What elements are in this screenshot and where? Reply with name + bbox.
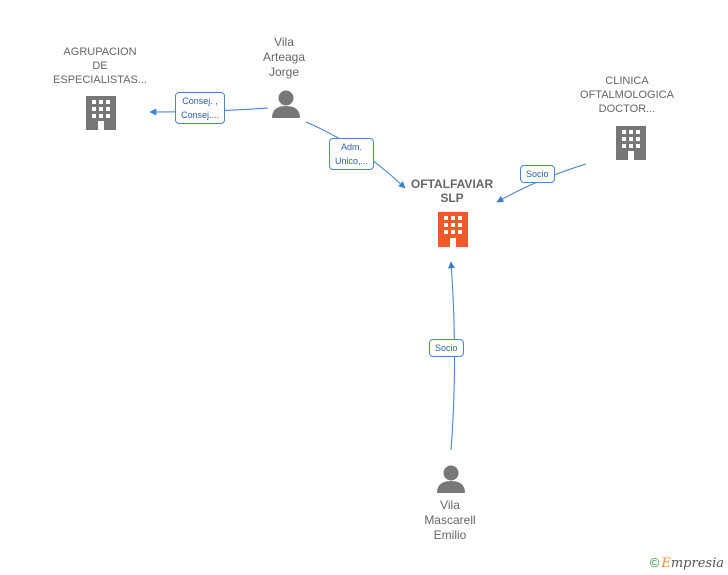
node-label-line: Vila [274, 35, 294, 49]
edge-label-line: Unico,... [335, 156, 369, 166]
node-label-line: Arteaga [262, 50, 306, 64]
building-icon[interactable] [616, 126, 646, 160]
node-label-line: SLP [440, 191, 464, 205]
person-icon[interactable] [272, 90, 300, 119]
node-label-line: OFTALMOLOGICA [580, 89, 674, 101]
node-label-vila-mascarell[interactable]: Vila Mascarell Emilio [410, 498, 490, 543]
node-label-line: Jorge [268, 65, 300, 79]
building-icon[interactable] [86, 96, 116, 130]
node-label-agrupacion[interactable]: AGRUPACION DE ESPECIALISTAS... [40, 45, 160, 87]
node-label-line: CLINICA [605, 75, 649, 87]
node-label-line: OFTALFAVIAR [410, 177, 494, 191]
building-icon[interactable] [438, 212, 468, 247]
node-label-line: DE [92, 60, 108, 72]
edge-mascarell-to-oftalfaviar [447, 261, 455, 451]
node-label-line: AGRUPACION [63, 46, 137, 58]
edge-label-socio-mascarell[interactable]: Socio [429, 339, 464, 357]
edge-label-line: Socio [526, 169, 549, 179]
node-label-line: Vila [440, 498, 460, 512]
node-label-line: DOCTOR... [598, 103, 656, 115]
node-label-oftalfaviar[interactable]: OFTALFAVIAR SLP [392, 177, 512, 205]
empresia-logo[interactable]: ©Empresia [650, 555, 724, 571]
edge-label-line: Consej. , [182, 96, 218, 106]
node-label-line: Emilio [433, 528, 467, 542]
edge-label-line: Consej.... [181, 110, 220, 120]
edge-label-line: Socio [435, 343, 458, 353]
edge-label-socio-clinica[interactable]: Socio [520, 165, 555, 183]
node-label-vila-arteaga[interactable]: Vila Arteaga Jorge [244, 35, 324, 80]
person-icon[interactable] [437, 465, 465, 494]
copyright-icon: © [649, 555, 660, 570]
edge-label-line: Adm. [341, 142, 363, 152]
brand-name: mpresia [670, 556, 724, 571]
node-label-line: ESPECIALISTAS... [53, 74, 147, 86]
node-label-clinica[interactable]: CLINICA OFTALMOLOGICA DOCTOR... [567, 74, 687, 116]
edge-label-adm-unico[interactable]: Adm. Unico,... [329, 138, 375, 170]
node-label-line: Mascarell [424, 513, 476, 527]
brand-initial: E [661, 556, 671, 571]
edge-label-consej[interactable]: Consej. , Consej.... [175, 92, 226, 124]
